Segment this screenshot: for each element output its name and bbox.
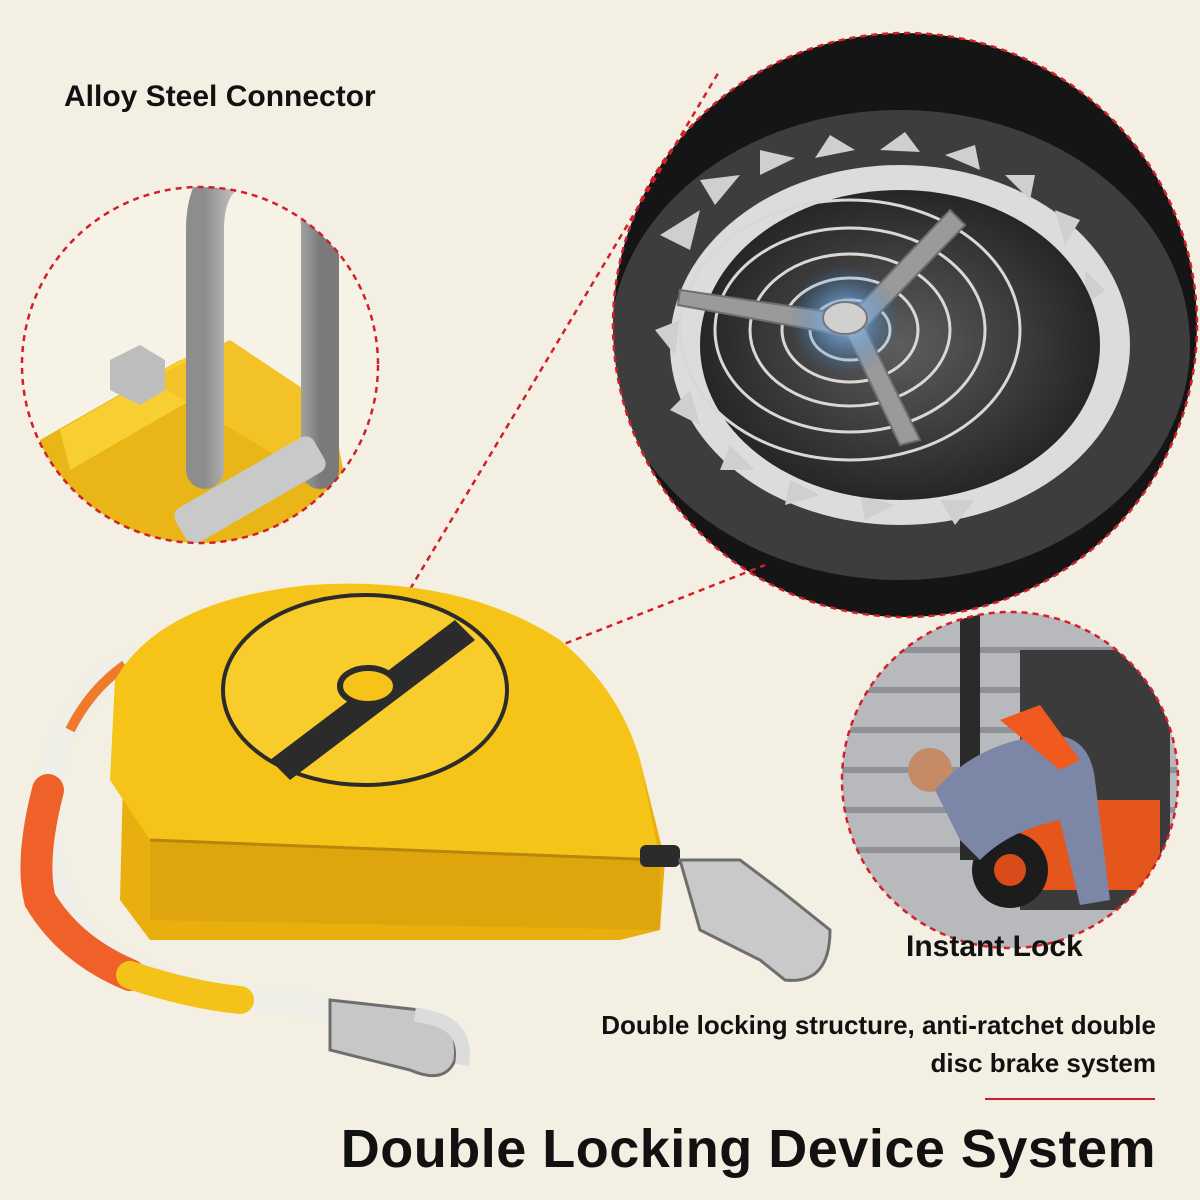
page-title: Double Locking Device System	[340, 1119, 1156, 1179]
title-accent-rule	[985, 1098, 1155, 1100]
connector-detail	[20, 185, 380, 545]
instant-lock-label: Instant Lock	[906, 930, 1083, 963]
ratchet-gear-detail	[611, 31, 1199, 619]
self-retracting-lifeline-housing	[110, 583, 665, 940]
feature-description-line-1: Double locking structure, anti-ratchet d…	[601, 1010, 1156, 1040]
feature-description: Double locking structure, anti-ratchet d…	[601, 1006, 1156, 1082]
lanyard-rope	[20, 647, 393, 1033]
housing-snap-hook	[640, 845, 832, 982]
connector-label: Alloy Steel Connector	[64, 80, 376, 113]
bottom-snap-hook	[328, 998, 470, 1078]
instant-lock-scene	[840, 610, 1180, 950]
feature-description-line-2: disc brake system	[930, 1048, 1156, 1078]
